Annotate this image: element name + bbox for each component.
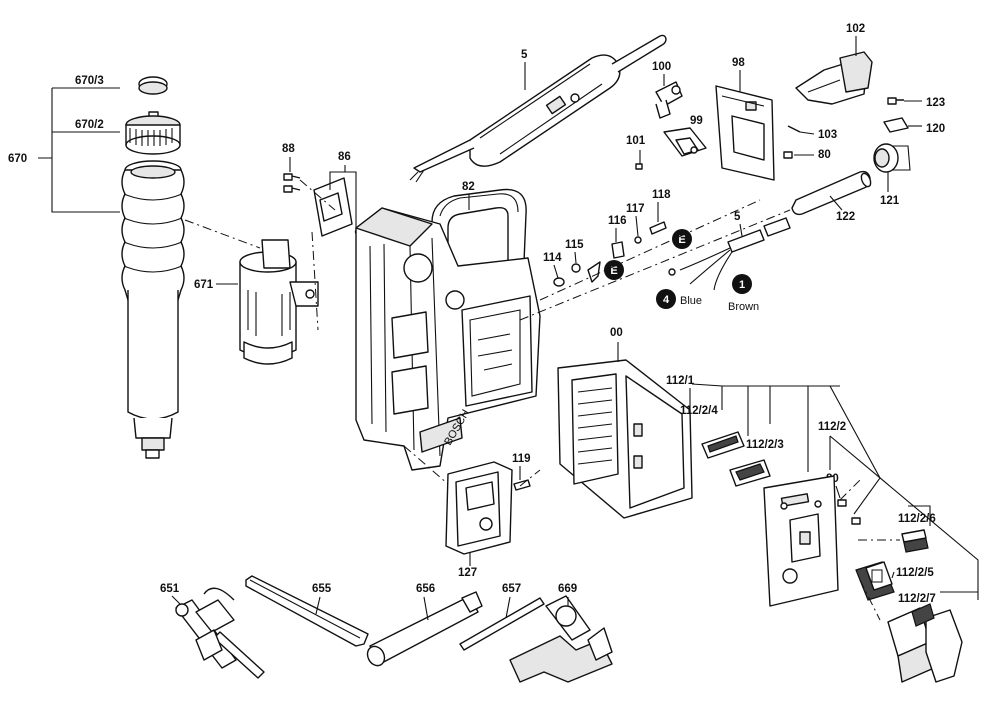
label-80-top: 80 (818, 149, 831, 161)
label-5-top: 5 (521, 49, 528, 61)
part-671-holder (239, 239, 319, 365)
label-122: 122 (836, 211, 855, 223)
part-112-2-3-connector (729, 459, 771, 487)
label-112-2-4: 112/2/4 (680, 405, 718, 417)
wire-label-blue: Blue (680, 295, 702, 307)
label-115: 115 (565, 239, 584, 251)
part-82-housing: BOSCH (355, 188, 541, 471)
part-102-plug-holder (795, 51, 873, 105)
part-88-screws (283, 173, 301, 193)
part-100-clamp (655, 81, 683, 119)
label-118: 118 (652, 189, 671, 201)
label-99: 99 (690, 115, 703, 127)
label-671: 671 (194, 279, 214, 291)
label-112-2-3: 112/2/3 (746, 439, 784, 451)
part-86-bracket (313, 177, 362, 237)
label-670-2: 670/2 (75, 119, 104, 131)
part-112-2-5-switch (855, 561, 895, 601)
badge-e-top: E (672, 229, 692, 249)
label-98: 98 (732, 57, 745, 69)
label-5-lower: 5 (734, 211, 741, 223)
label-00: 00 (610, 327, 623, 339)
part-121-gland (873, 143, 911, 173)
label-112-2: 112/2 (818, 421, 846, 433)
part-00-motor-cover (557, 359, 693, 519)
part-656-tube (366, 591, 483, 667)
svg-text:E: E (678, 234, 685, 246)
label-114: 114 (543, 252, 562, 264)
part-98-cover (715, 85, 775, 181)
part-120-clip (883, 117, 909, 133)
part-112-2-6-switch-cover (901, 529, 929, 553)
wire-label-brown: Brown (728, 301, 759, 313)
part-5-cable-switch (409, 34, 667, 183)
label-88: 88 (282, 143, 295, 155)
part-114-nut (553, 277, 565, 287)
label-100: 100 (652, 61, 671, 73)
label-117: 117 (626, 203, 645, 215)
leader-670 (38, 87, 120, 213)
label-123: 123 (926, 97, 945, 109)
label-116: 116 (608, 215, 627, 227)
part-651-tap-adapter (175, 587, 265, 679)
part-669-wrench (509, 595, 613, 683)
part-99-cable-clamp (663, 127, 707, 157)
label-120: 120 (926, 123, 945, 135)
label-112-2-7: 112/2/7 (898, 593, 936, 605)
part-122-sleeve (791, 170, 872, 216)
badge-wire-4: 4 (656, 289, 676, 309)
part-112-2-4-connector (701, 431, 745, 459)
part-118-screw (649, 221, 667, 235)
part-103-pin (787, 125, 801, 133)
svg-text:E: E (610, 265, 617, 277)
part-657-rod (459, 597, 545, 651)
label-651: 651 (160, 583, 180, 595)
part-112-2-switch-plate (763, 475, 839, 607)
label-82: 82 (462, 181, 475, 193)
part-655-wedge (245, 575, 369, 647)
label-101: 101 (626, 135, 646, 147)
label-119: 119 (512, 453, 531, 465)
label-121: 121 (880, 195, 900, 207)
label-103: 103 (818, 129, 837, 141)
part-670-coolant-bottle (121, 76, 185, 459)
part-127-plate (445, 461, 513, 555)
label-112-2-6: 112/2/6 (898, 513, 936, 525)
label-669: 669 (558, 583, 577, 595)
part-123-screw (887, 97, 904, 105)
part-116-terminal (587, 261, 601, 283)
label-657: 657 (502, 583, 521, 595)
label-112-2-5: 112/2/5 (896, 567, 934, 579)
label-112-1: 112/1 (666, 375, 695, 387)
part-80-screw-top (783, 151, 793, 159)
badge-wire-1: 1 (732, 274, 752, 294)
label-670-3: 670/3 (75, 75, 104, 87)
svg-text:4: 4 (663, 294, 670, 306)
label-656: 656 (416, 583, 435, 595)
label-127: 127 (458, 567, 477, 579)
label-86: 86 (338, 151, 351, 163)
part-112-2-7-switch-unit (887, 603, 963, 683)
part-5-cable-end (668, 217, 791, 291)
part-117-washer (634, 236, 642, 244)
label-655: 655 (312, 583, 332, 595)
label-102: 102 (846, 23, 865, 35)
label-670: 670 (8, 153, 27, 165)
badge-e-mid: E (604, 260, 624, 280)
part-115-washer (571, 263, 581, 273)
svg-text:1: 1 (739, 279, 745, 291)
